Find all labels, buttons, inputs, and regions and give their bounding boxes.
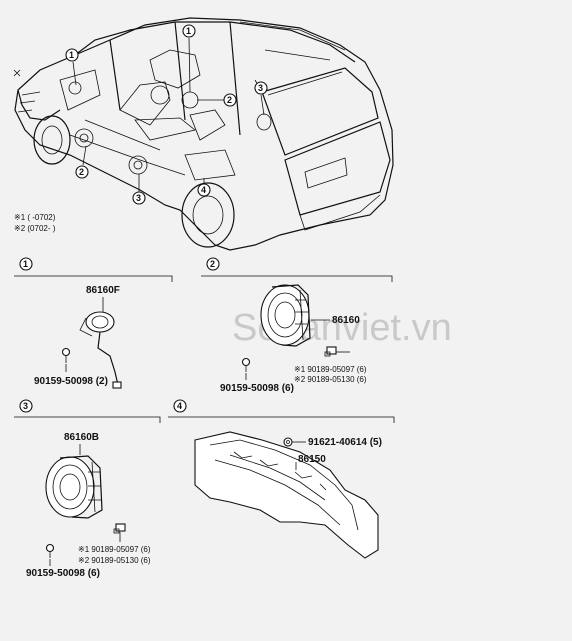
section-marker bbox=[173, 399, 187, 413]
section-1: 1 86160F 90159-50098 (2) bbox=[14, 257, 173, 389]
callout-label: 1 bbox=[186, 26, 191, 36]
arrow-icon bbox=[13, 69, 21, 77]
section-marker bbox=[19, 257, 33, 271]
callout-label: 3 bbox=[258, 83, 263, 93]
part-number: 90159-50098 (2) bbox=[34, 376, 108, 387]
clip-icon bbox=[113, 523, 126, 534]
callout-marker bbox=[132, 191, 146, 205]
callout-marker bbox=[223, 93, 237, 107]
callout-marker bbox=[75, 165, 89, 179]
section-marker-label: 1 bbox=[23, 259, 28, 269]
tweeter-speaker-icon bbox=[79, 311, 122, 389]
part-number: ※1 90189-05097 (6) bbox=[78, 545, 151, 554]
part-number: ※2 90189-05130 (6) bbox=[294, 375, 367, 384]
callout-label: 3 bbox=[136, 193, 141, 203]
overview-callouts: 1 1 2 2 3 3 4 bbox=[65, 24, 268, 205]
part-number: 86160B bbox=[64, 432, 99, 443]
section-marker bbox=[206, 257, 220, 271]
legend-note-1: ※1 ( -0702) bbox=[14, 213, 56, 222]
callout-marker bbox=[182, 24, 196, 38]
part-number: 86150 bbox=[298, 454, 326, 465]
callout-label: 1 bbox=[69, 50, 74, 60]
part-number: 86160 bbox=[332, 315, 360, 326]
clip-icon bbox=[324, 346, 337, 357]
callout-marker bbox=[197, 183, 211, 197]
section-marker-label: 2 bbox=[210, 259, 215, 269]
callout-marker bbox=[254, 81, 268, 95]
part-number: ※1 90189-05097 (6) bbox=[294, 365, 367, 374]
section-marker bbox=[19, 399, 33, 413]
section-marker-label: 4 bbox=[177, 401, 182, 411]
part-number: 91621-40614 (5) bbox=[308, 437, 382, 448]
callout-label: 4 bbox=[201, 185, 206, 195]
rear-speaker-icon bbox=[45, 455, 103, 519]
vehicle-overview-illustration bbox=[14, 17, 394, 251]
part-number: ※2 90189-05130 (6) bbox=[78, 556, 151, 565]
subwoofer-box-icon bbox=[194, 431, 379, 559]
section-marker-label: 3 bbox=[23, 401, 28, 411]
part-number: 90159-50098 (6) bbox=[26, 568, 100, 579]
callout-label: 2 bbox=[79, 167, 84, 177]
section-3: 3 86160B ※1 90189-05097 (6) ※2 90189-051… bbox=[14, 399, 161, 579]
callout-label: 2 bbox=[227, 95, 232, 105]
screw-icon bbox=[241, 357, 251, 372]
door-speaker-icon bbox=[260, 284, 311, 347]
screw-icon bbox=[61, 347, 71, 363]
section-2: 2 86160 ※1 90189-05097 (6) ※2 90189-0513… bbox=[201, 257, 393, 394]
part-number: 86160F bbox=[86, 285, 120, 296]
part-number: 90159-50098 (6) bbox=[220, 383, 294, 394]
legend-note-2: ※2 (0702- ) bbox=[14, 224, 56, 233]
section-4: 4 91621-40614 (5) 86150 bbox=[168, 399, 395, 559]
nut-icon bbox=[283, 437, 293, 447]
screw-icon bbox=[45, 543, 55, 558]
callout-marker bbox=[65, 48, 79, 62]
